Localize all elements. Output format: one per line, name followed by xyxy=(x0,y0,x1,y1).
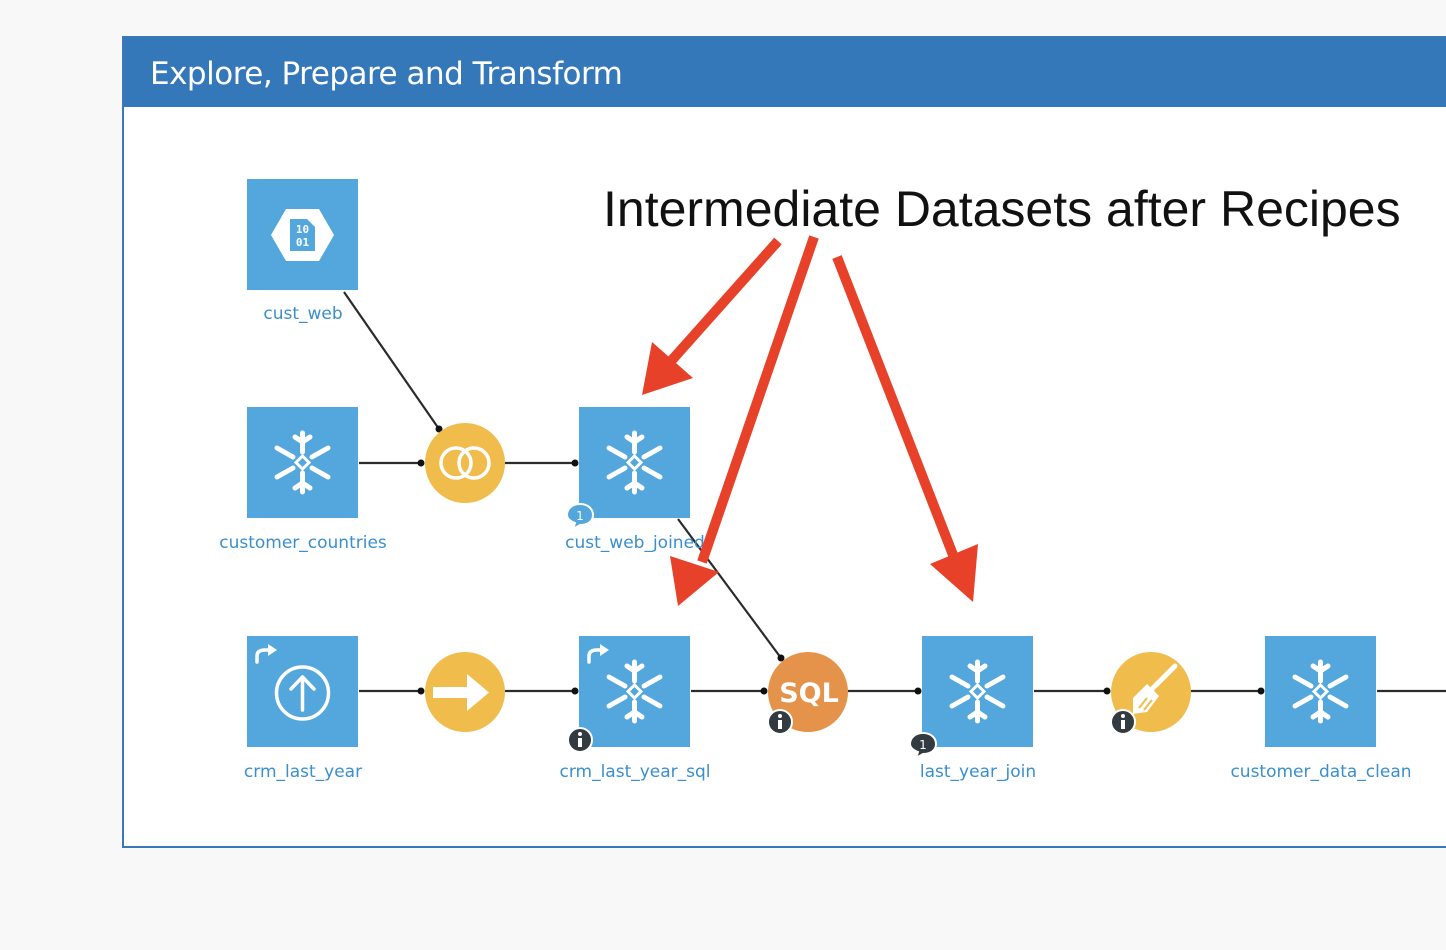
info-icon[interactable] xyxy=(1109,708,1137,736)
svg-text:10: 10 xyxy=(296,223,309,236)
label-crm-last-year-sql[interactable]: crm_last_year_sql xyxy=(559,762,711,782)
sync-recipe[interactable] xyxy=(425,652,505,732)
sql-icon: SQL xyxy=(779,678,839,709)
binary-file-icon: 10 01 xyxy=(271,209,334,261)
sql-recipe-label: SQL xyxy=(779,678,839,709)
comment-count: 1 xyxy=(919,738,927,752)
shared-arrow-icon xyxy=(255,644,277,664)
snowflake-icon xyxy=(949,659,1006,724)
comment-count: 1 xyxy=(576,509,584,523)
comment-badge-icon[interactable]: 1 xyxy=(565,502,595,530)
comment-badge-icon[interactable]: 1 xyxy=(908,731,938,759)
label-customer-countries[interactable]: customer_countries xyxy=(219,533,387,553)
broom-icon xyxy=(1133,663,1178,714)
dataset-customer-data-clean[interactable] xyxy=(1265,636,1376,747)
info-icon[interactable] xyxy=(766,708,794,736)
label-customer-data-clean[interactable]: customer_data_clean xyxy=(1230,762,1412,782)
sync-arrow-icon xyxy=(433,674,489,711)
snowflake-icon xyxy=(274,430,331,495)
edge-cust-web-join xyxy=(343,291,440,430)
join-recipe[interactable] xyxy=(425,423,505,503)
dataset-crm-last-year[interactable] xyxy=(247,636,358,747)
snowflake-icon xyxy=(1292,659,1349,724)
dataset-cust-web-joined[interactable] xyxy=(579,407,690,518)
label-crm-last-year[interactable]: crm_last_year xyxy=(243,762,363,782)
info-icon[interactable] xyxy=(566,726,594,754)
join-icon xyxy=(439,446,491,480)
snowflake-icon xyxy=(606,430,663,495)
label-cust-web[interactable]: cust_web xyxy=(263,304,343,324)
shared-arrow-icon xyxy=(587,644,609,664)
label-last-year-join[interactable]: last_year_join xyxy=(919,762,1037,782)
dataset-last-year-join[interactable] xyxy=(922,636,1033,747)
dataset-crm-last-year-sql[interactable] xyxy=(579,636,690,747)
snowflake-icon xyxy=(606,659,663,724)
svg-text:01: 01 xyxy=(296,236,310,249)
dataset-cust-web[interactable]: 10 01 xyxy=(247,179,358,290)
upload-icon xyxy=(274,665,331,721)
annotation-text: Intermediate Datasets after Recipes xyxy=(603,181,1401,237)
edge-cust-web-joined-sql xyxy=(677,518,782,659)
dataset-customer-countries[interactable] xyxy=(247,407,358,518)
label-cust-web-joined[interactable]: cust_web_joined xyxy=(565,533,705,553)
zone-title: Explore, Prepare and Transform xyxy=(150,56,623,92)
zone-header[interactable]: Explore, Prepare and Transform xyxy=(124,38,1446,107)
